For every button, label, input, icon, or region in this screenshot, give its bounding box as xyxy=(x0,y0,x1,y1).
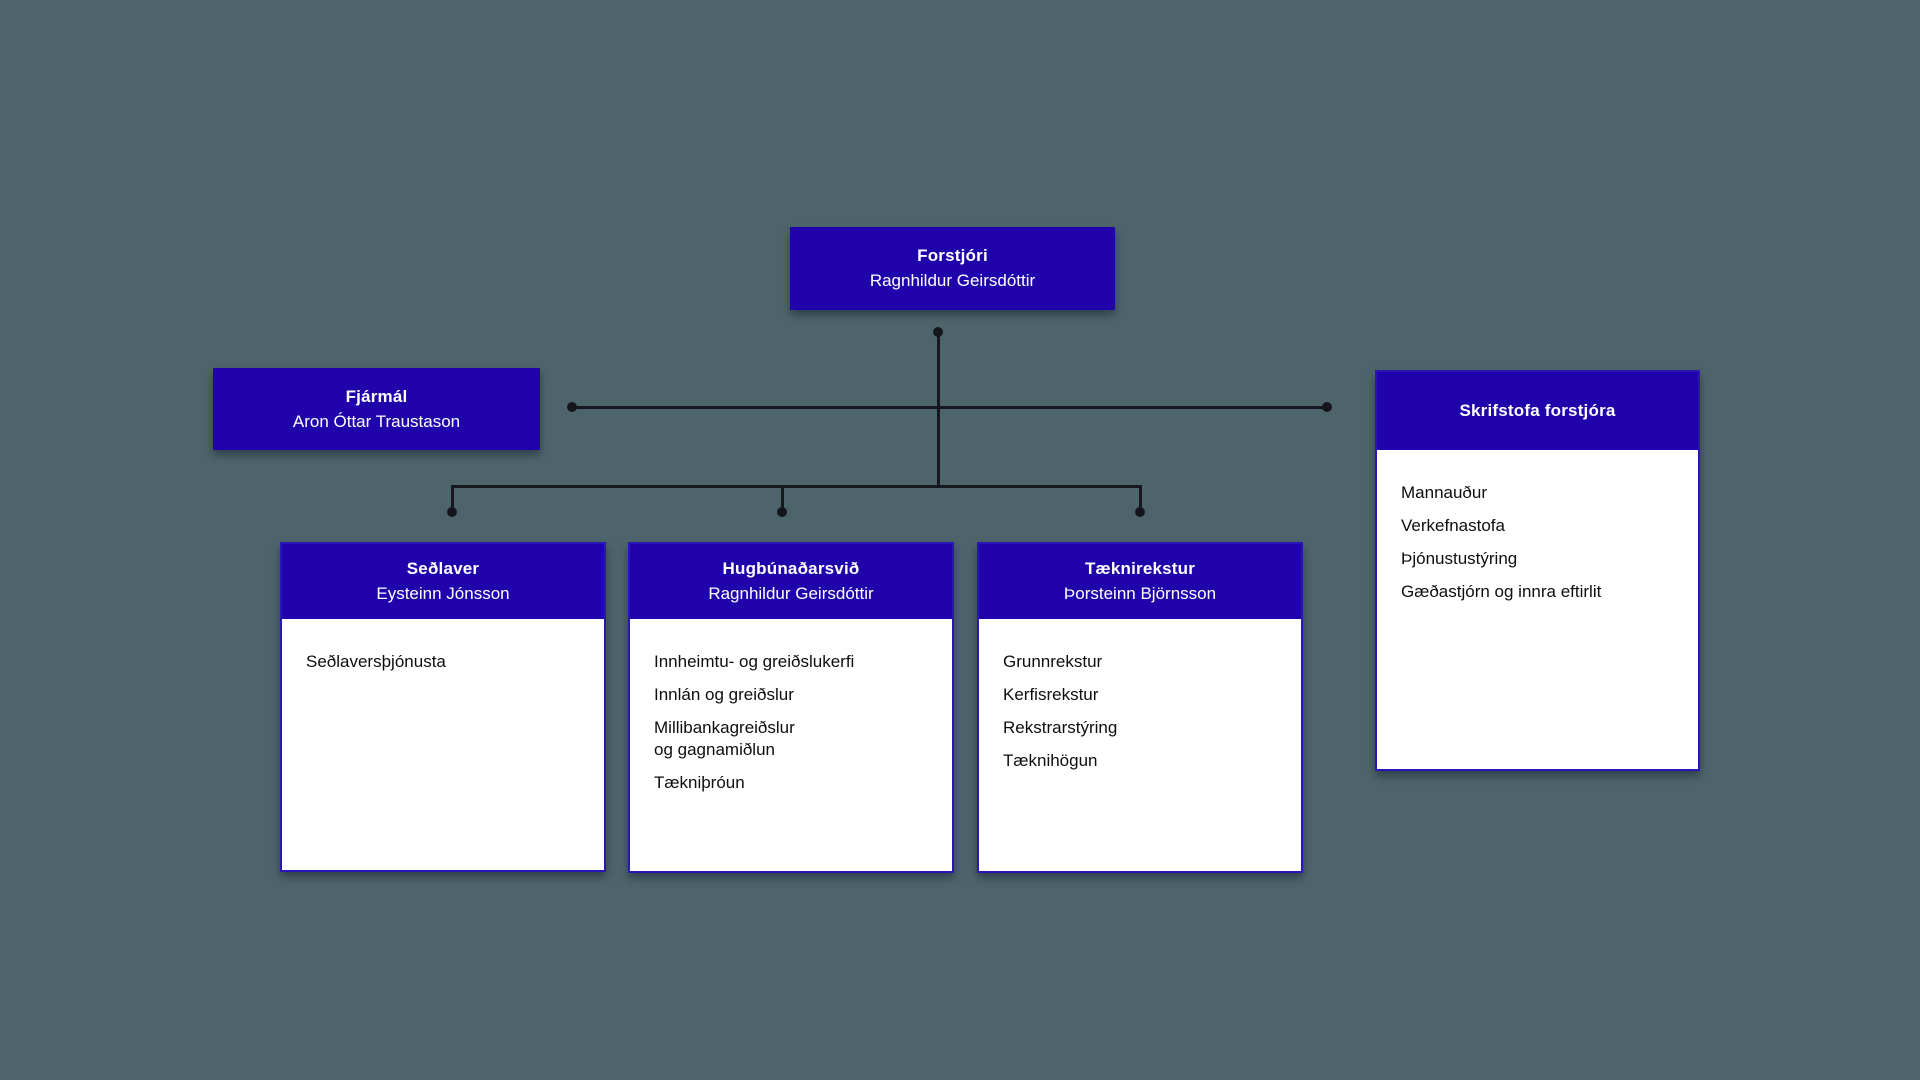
connector-dot-taeknirekstur xyxy=(1135,507,1145,517)
node-header: Skrifstofa forstjóra xyxy=(1377,372,1698,450)
list-item: Verkefnastofa xyxy=(1401,516,1505,535)
node-header: Seðlaver Eysteinn Jónsson xyxy=(282,544,604,619)
org-node-hugbunadarsvid: Hugbúnaðarsvið Ragnhildur Geirsdóttir In… xyxy=(628,542,954,873)
connector-drop-hugbunadarsvid xyxy=(781,486,784,512)
list-item: Mannauður xyxy=(1401,483,1488,502)
org-node-taeknirekstur: Tæknirekstur Þorsteinn Björnsson Grunnre… xyxy=(977,542,1303,873)
connector-dot-upper-right xyxy=(1322,402,1332,412)
connector-dot-sedlaver xyxy=(447,507,457,517)
node-header: Tæknirekstur Þorsteinn Björnsson xyxy=(979,544,1301,619)
node-body: Innheimtu- og greiðslukerfi Innlán og gr… xyxy=(630,619,952,871)
node-subtitle: Ragnhildur Geirsdóttir xyxy=(708,584,874,603)
list-item: Innheimtu- og greiðslukerfi xyxy=(654,652,855,671)
list-item: Gæðastjórn og innra eftirlit xyxy=(1401,582,1602,601)
list-item: Millibankagreiðslur og gagnamiðlun xyxy=(654,718,795,759)
node-title: Forstjóri xyxy=(917,246,988,265)
connector-drop-taeknirekstur xyxy=(1139,486,1142,512)
node-title: Skrifstofa forstjóra xyxy=(1459,401,1616,420)
list-item: Innlán og greiðslur xyxy=(654,685,794,704)
node-body: Mannauður Verkefnastofa Þjónustustýring … xyxy=(1377,450,1698,769)
node-title: Seðlaver xyxy=(406,559,480,578)
node-body: Grunnrekstur Kerfisrekstur Rekstrarstýri… xyxy=(979,619,1301,871)
list-item: Þjónustustýring xyxy=(1401,549,1518,568)
node-subtitle: Aron Óttar Traustason xyxy=(292,411,461,431)
connector-dot-upper-left xyxy=(567,402,577,412)
node-header: Fjármál Aron Óttar Traustason xyxy=(213,368,540,450)
list-item: Tækniþróun xyxy=(654,773,745,792)
connector-dot-hugbunadarsvid xyxy=(777,507,787,517)
node-title: Fjármál xyxy=(345,386,408,406)
list-item: Grunnrekstur xyxy=(1003,652,1103,671)
node-header: Hugbúnaðarsvið Ragnhildur Geirsdóttir xyxy=(630,544,952,619)
connector-lower-rail xyxy=(452,485,1142,488)
list-item: Kerfisrekstur xyxy=(1003,685,1099,704)
org-node-forstjori: Forstjóri Ragnhildur Geirsdóttir xyxy=(790,227,1115,310)
org-node-fjarmal: Fjármál Aron Óttar Traustason xyxy=(213,368,540,450)
node-header: Forstjóri Ragnhildur Geirsdóttir xyxy=(790,227,1115,310)
node-body: Seðlaversþjónusta xyxy=(282,619,604,870)
org-node-sedlaver: Seðlaver Eysteinn Jónsson Seðlaversþjónu… xyxy=(280,542,606,872)
list-item: Seðlaversþjónusta xyxy=(306,652,446,671)
org-node-skrifstofa-forstjora: Skrifstofa forstjóra Mannauður Verkefnas… xyxy=(1375,370,1700,771)
node-subtitle: Þorsteinn Björnsson xyxy=(1063,584,1217,603)
list-item: Tæknihögun xyxy=(1003,751,1098,770)
node-subtitle: Ragnhildur Geirsdóttir xyxy=(869,271,1036,290)
list-item: Rekstrarstýring xyxy=(1003,718,1118,737)
node-subtitle: Eysteinn Jónsson xyxy=(376,584,510,603)
node-title: Tæknirekstur xyxy=(1084,559,1196,578)
connector-drop-sedlaver xyxy=(451,485,454,512)
node-title: Hugbúnaðarsvið xyxy=(722,559,860,578)
connector-root-vertical xyxy=(937,332,940,488)
connector-upper-rail xyxy=(572,406,1327,409)
connector-dot-root-top xyxy=(933,327,943,337)
